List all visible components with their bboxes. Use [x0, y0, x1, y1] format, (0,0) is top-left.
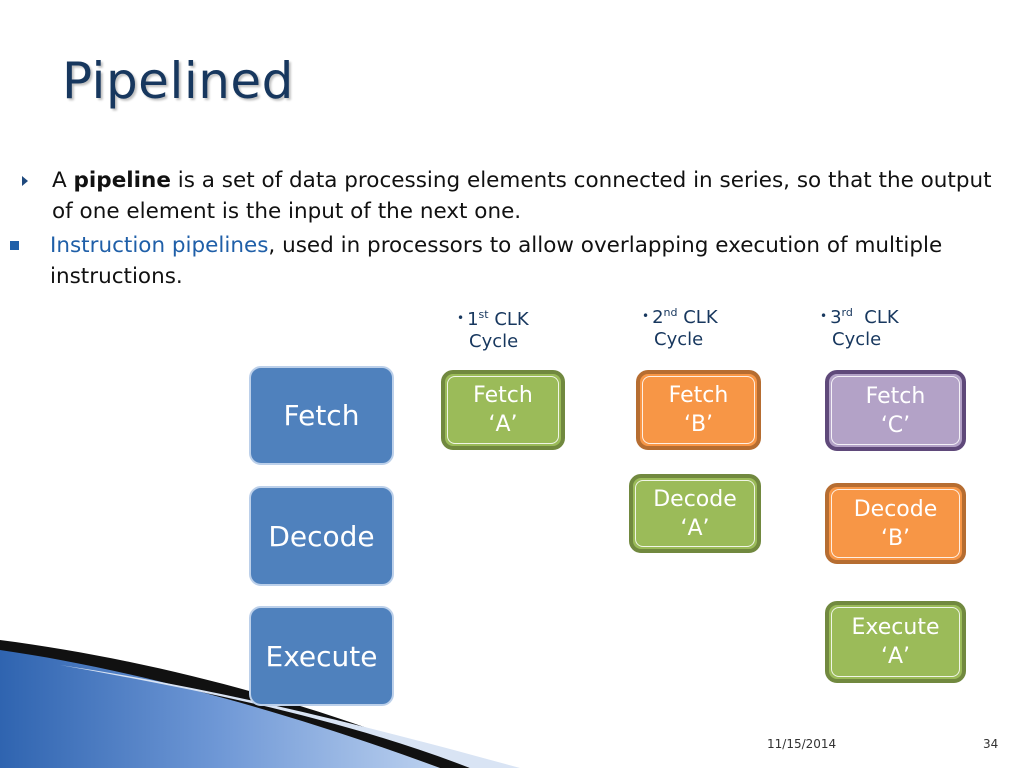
slide-date: 11/15/2014	[767, 737, 837, 751]
dot-bullet-icon: •	[820, 309, 828, 323]
clk-cycle-3-label: •3rd CLK Cycle	[820, 306, 899, 350]
term-instruction-pipelines: Instruction pipelines	[50, 233, 269, 258]
cell-cycle3-decode-b: Decode ‘B’	[825, 483, 966, 564]
term-pipeline: pipeline	[73, 168, 171, 193]
clk-cycle-1-label: •1st CLK Cycle	[457, 308, 529, 352]
cell-cycle3-fetch-c: Fetch ‘C’	[825, 370, 966, 451]
clk-cycle-2-label: •2nd CLK Cycle	[642, 306, 718, 350]
dot-bullet-icon: •	[642, 309, 650, 323]
stage-decode: Decode	[249, 486, 394, 586]
dot-bullet-icon: •	[457, 311, 465, 325]
stage-fetch: Fetch	[249, 366, 394, 465]
triangle-bullet-icon	[22, 176, 28, 186]
cell-cycle1-fetch-a: Fetch ‘A’	[441, 370, 565, 450]
bullet-instruction-pipelines: Instruction pipelines, used in processor…	[10, 230, 1000, 292]
stage-execute: Execute	[249, 606, 394, 706]
cell-cycle2-fetch-b: Fetch ‘B’	[636, 370, 761, 450]
square-bullet-icon	[10, 241, 19, 250]
cell-cycle3-execute-a: Execute ‘A’	[825, 601, 966, 683]
slide-title: Pipelined	[62, 52, 294, 110]
cell-cycle2-decode-a: Decode ‘A’	[629, 474, 761, 553]
slide-number: 34	[983, 737, 999, 751]
bullet-pipeline-definition: A pipeline is a set of data processing e…	[22, 165, 1002, 227]
